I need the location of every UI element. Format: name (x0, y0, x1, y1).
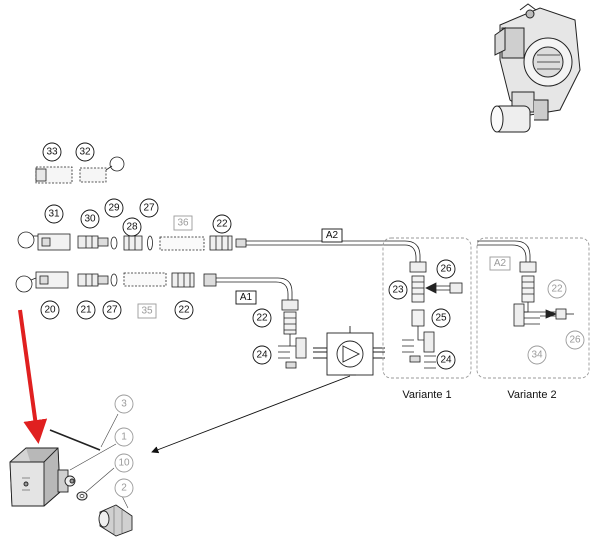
callout-22-upper: 22 (212, 214, 232, 234)
callout-22-elbow-text: 22 (256, 313, 268, 324)
callout-29-text: 29 (108, 203, 120, 214)
variant-1-label: Variante 1 (402, 389, 451, 401)
callout-2-text: 2 (121, 483, 127, 494)
part-2-coupling (98, 495, 133, 537)
callout-22-lower: 22 (174, 300, 194, 320)
callout-22-elbow: 22 (252, 308, 272, 328)
callout-24-left: 24 (252, 345, 272, 365)
callout-22-lower-text: 22 (178, 305, 190, 316)
lower-fitting-row (15, 271, 307, 369)
callout-21: 21 (76, 300, 96, 320)
callout-27-upper-text: 27 (143, 203, 155, 214)
upper-fitting-row (17, 231, 405, 251)
boiler-unit-icon (490, 3, 581, 133)
callout-34: 34 (527, 345, 547, 365)
callout-25-text: 25 (435, 313, 447, 324)
callout-32-text: 32 (79, 147, 91, 158)
pump-motor-icon (9, 447, 76, 507)
callout-36: 36 (173, 215, 193, 231)
callout-32: 32 (75, 142, 95, 162)
part-1-leader (69, 443, 117, 471)
line-label-a2-variant2-text: A2 (494, 258, 507, 269)
part-3-rod (49, 413, 119, 451)
callout-26-v2: 26 (565, 330, 585, 350)
callout-2: 2 (114, 478, 134, 498)
variant-2-box (476, 237, 590, 379)
callout-35-text: 35 (141, 306, 153, 317)
callout-24-left-text: 24 (256, 350, 268, 361)
callout-28-text: 28 (126, 222, 138, 233)
line-label-a2-variant2: A2 (489, 256, 511, 271)
callout-20: 20 (40, 300, 60, 320)
line-label-a2-text: A2 (326, 230, 339, 241)
callout-33: 33 (42, 142, 62, 162)
callout-10: 10 (114, 453, 134, 473)
callout-3: 3 (114, 394, 134, 414)
line-label-a1: A1 (235, 290, 257, 305)
part-32-cap (79, 156, 125, 183)
callout-27-lower: 27 (102, 300, 122, 320)
callout-36-text: 36 (177, 218, 189, 229)
callout-24-v1-text: 24 (440, 355, 452, 366)
variant-2-parts (477, 240, 574, 327)
callout-10-text: 10 (118, 458, 130, 469)
callout-22-v2: 22 (547, 279, 567, 299)
part-33-plug (35, 166, 73, 184)
callout-26-v1: 26 (436, 259, 456, 279)
callout-26-v2-text: 26 (569, 335, 581, 346)
callout-23: 23 (388, 280, 408, 300)
callout-27-upper: 27 (139, 198, 159, 218)
line-label-a1-text: A1 (240, 292, 253, 303)
callout-20-text: 20 (44, 305, 56, 316)
callout-22-upper-text: 22 (216, 219, 228, 230)
variant-1-box (382, 237, 472, 379)
callout-35: 35 (137, 303, 157, 319)
callout-25: 25 (431, 308, 451, 328)
callout-23-text: 23 (392, 285, 404, 296)
red-highlight-arrow (18, 309, 48, 444)
callout-24-v1: 24 (436, 350, 456, 370)
variant-2-label: Variante 2 (507, 389, 556, 401)
callout-33-text: 33 (46, 147, 58, 158)
callout-27-lower-text: 27 (106, 305, 118, 316)
callout-3-text: 3 (121, 399, 127, 410)
callout-1: 1 (114, 427, 134, 447)
variant-1-parts (402, 240, 463, 369)
callout-30-text: 30 (84, 214, 96, 225)
callout-28: 28 (122, 217, 142, 237)
callout-31: 31 (44, 204, 64, 224)
pump-to-motor-arrow (151, 375, 351, 454)
callout-29: 29 (104, 198, 124, 218)
callout-21-text: 21 (80, 305, 92, 316)
callout-1-text: 1 (121, 432, 127, 443)
callout-22-v2-text: 22 (551, 284, 563, 295)
part-10-ring (76, 467, 115, 501)
pump-symbol-icon (313, 326, 385, 376)
callout-34-text: 34 (531, 350, 543, 361)
line-label-a2: A2 (321, 228, 343, 243)
callout-26-v1-text: 26 (440, 264, 452, 275)
callout-30: 30 (80, 209, 100, 229)
callout-31-text: 31 (48, 209, 60, 220)
